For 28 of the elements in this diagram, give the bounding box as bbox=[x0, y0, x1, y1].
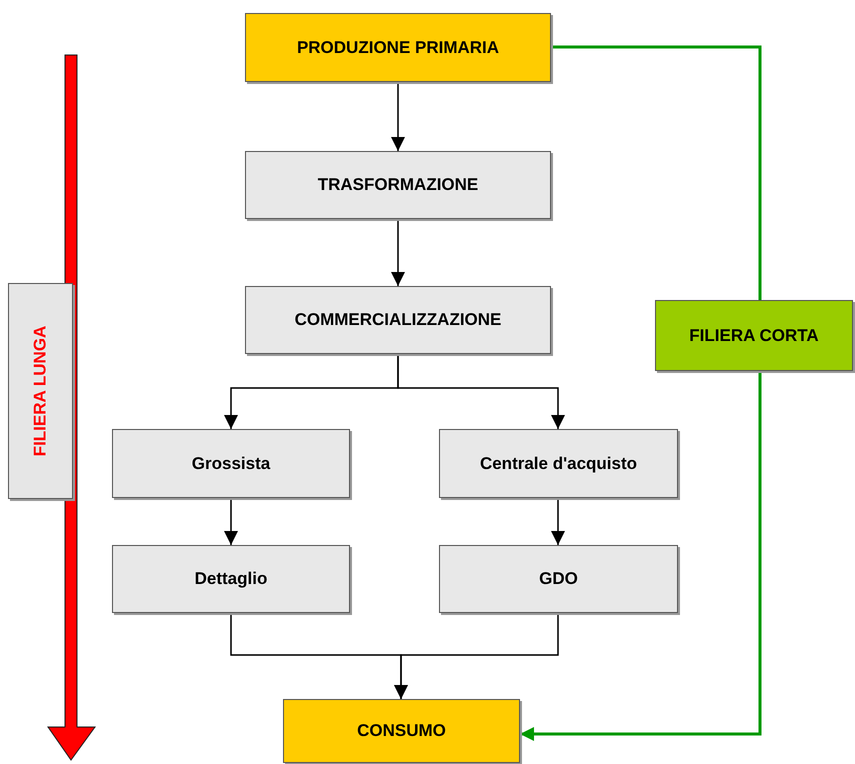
process-box bbox=[283, 699, 520, 763]
arrow bbox=[391, 82, 405, 151]
process-box bbox=[245, 286, 551, 354]
arrow bbox=[551, 498, 565, 545]
box-label: CONSUMO bbox=[357, 721, 446, 741]
box-label: FILIERA CORTA bbox=[689, 326, 819, 346]
connector-line bbox=[551, 46, 762, 300]
process-box bbox=[245, 151, 551, 219]
box-label: COMMERCIALIZZAZIONE bbox=[294, 310, 502, 330]
process-box bbox=[112, 429, 350, 498]
arrow bbox=[394, 613, 559, 699]
arrow bbox=[224, 498, 238, 545]
process-box bbox=[112, 545, 350, 613]
process-box bbox=[439, 429, 678, 498]
arrow bbox=[391, 219, 405, 286]
process-box bbox=[655, 300, 853, 371]
arrow bbox=[520, 371, 762, 741]
box-label: FILIERA LUNGA bbox=[30, 326, 50, 456]
process-box bbox=[245, 13, 551, 82]
arrow bbox=[397, 354, 565, 429]
box-label: PRODUZIONE PRIMARIA bbox=[296, 38, 500, 58]
box-label: Grossista bbox=[192, 454, 270, 474]
box-label: TRASFORMAZIONE bbox=[318, 175, 478, 195]
label-box bbox=[8, 283, 73, 499]
box-label: GDO bbox=[539, 569, 578, 589]
box-label: Dettaglio bbox=[194, 569, 268, 589]
process-box bbox=[439, 545, 678, 613]
box-label: Centrale d'acquisto bbox=[480, 454, 638, 474]
